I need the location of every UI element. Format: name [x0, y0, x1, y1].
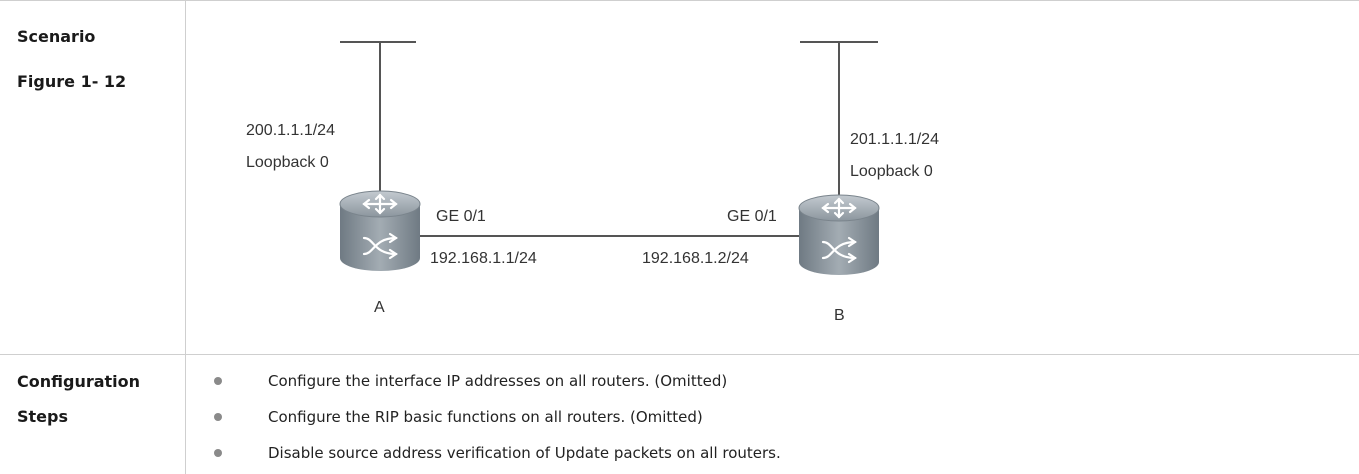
router-b-interface: GE 0/1 — [727, 208, 777, 225]
config-step: Configure the RIP basic functions on all… — [214, 402, 703, 432]
network-diagram: 200.1.1.1/24 Loopback 0 GE 0/1 192.168.1… — [246, 41, 939, 324]
config-step: Disable source address verification of U… — [214, 438, 781, 468]
router-a-interface: GE 0/1 — [436, 208, 486, 225]
router-b-loopback-name: Loopback 0 — [850, 163, 933, 180]
router-b-interface-ip: 192.168.1.2/24 — [642, 250, 749, 267]
router-a-interface-ip: 192.168.1.1/24 — [430, 250, 537, 267]
step-text: Disable source address verification of U… — [268, 444, 781, 462]
router-a-loopback-name: Loopback 0 — [246, 154, 329, 171]
figure-label: Figure 1- 12 — [17, 72, 127, 91]
scenario-label: Scenario — [17, 27, 96, 46]
table-top-border — [0, 0, 1359, 1]
step-text: Configure the interface IP addresses on … — [268, 372, 728, 390]
bullet-icon — [214, 449, 222, 457]
column-divider — [185, 0, 186, 474]
router-a-icon — [339, 190, 421, 271]
steps-label: Steps — [17, 407, 68, 426]
router-a-name: A — [374, 299, 385, 316]
router-b-icon — [798, 194, 880, 275]
config-step: Configure the interface IP addresses on … — [214, 366, 727, 396]
bullet-icon — [214, 413, 222, 421]
step-text: Configure the RIP basic functions on all… — [268, 408, 703, 426]
router-a-loopback-ip: 200.1.1.1/24 — [246, 122, 335, 139]
router-b-name: B — [834, 307, 845, 324]
row-divider — [0, 354, 1359, 355]
configuration-label: Configuration — [17, 372, 141, 391]
bullet-icon — [214, 377, 222, 385]
router-b-loopback-ip: 201.1.1.1/24 — [850, 131, 939, 148]
